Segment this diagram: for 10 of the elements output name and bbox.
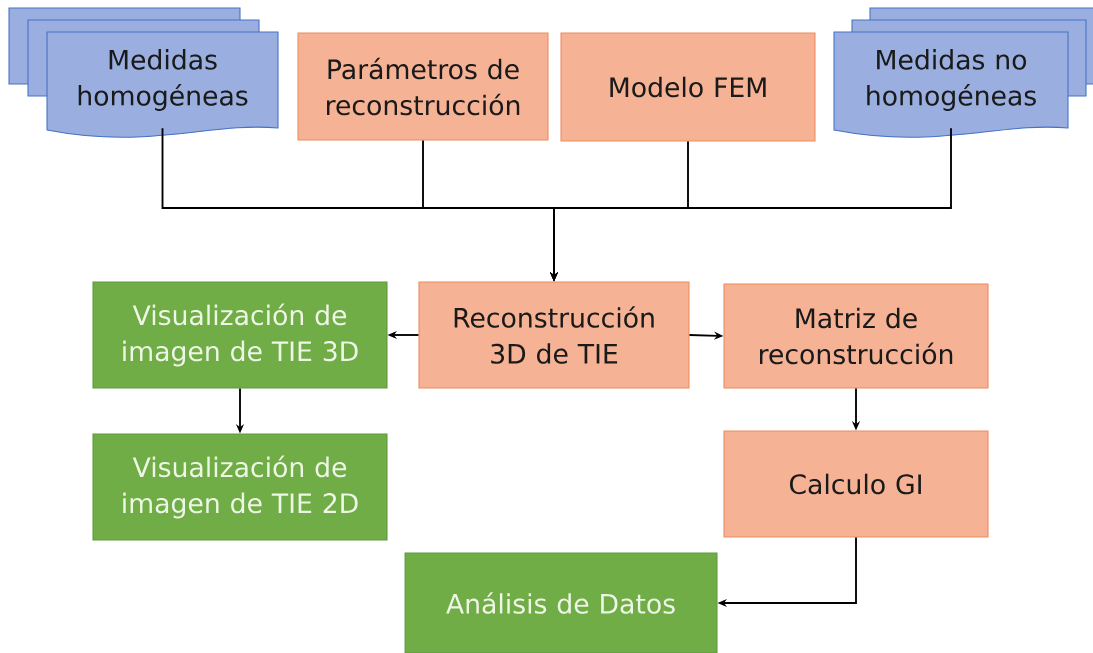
process-box: Visualización de imagen de TIE 2D	[92, 433, 388, 541]
process-box: Parámetros de reconstrucción	[297, 32, 549, 141]
process-box: Calculo GI	[723, 430, 989, 538]
process-box: Análisis de Datos	[404, 552, 718, 653]
process-box: Reconstrucción 3D de TIE	[418, 281, 690, 389]
document-stack: Medidas homogéneas	[8, 7, 279, 138]
process-box: Matriz de reconstrucción	[723, 283, 989, 389]
document-stack: Medidas no homogéneas	[833, 7, 1093, 138]
process-box: Modelo FEM	[560, 32, 816, 142]
process-box: Visualización de imagen de TIE 3D	[92, 281, 388, 389]
